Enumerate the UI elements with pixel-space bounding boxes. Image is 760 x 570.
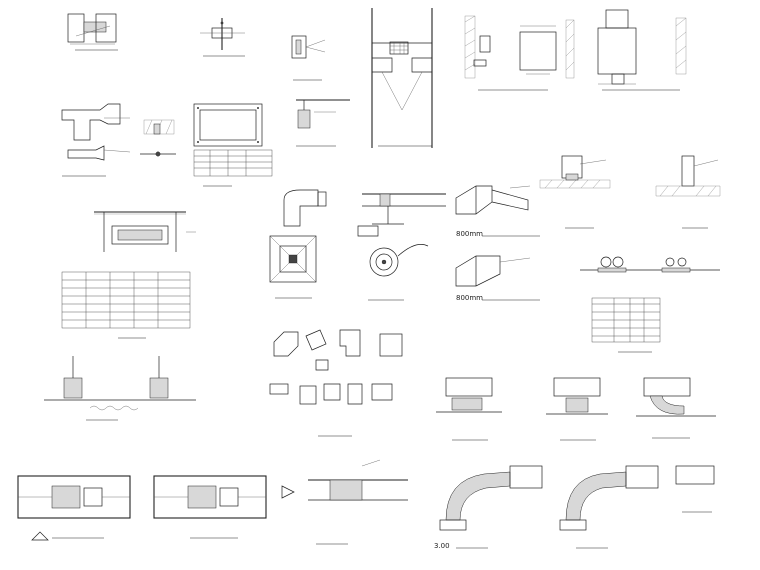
detail-duct-tee-g [61, 103, 131, 177]
detail-access-panel-e [464, 15, 575, 91]
detail-flex-bends-x: 3.00 [434, 465, 715, 550]
detail-pipe-clamp-b [200, 18, 245, 57]
detail-ceiling-hanger-i [296, 99, 350, 147]
detail-unit-plan-u [17, 475, 131, 541]
detail-roof-penetration-k [655, 155, 721, 229]
detail-ceiling-unit-l [61, 211, 196, 339]
detail-access-panel-f [597, 9, 687, 91]
detail-wave-section-r [44, 356, 196, 421]
caption-800mm-upper: 800mm [456, 230, 483, 238]
detail-duct-fitting-800-lower: 800mm [455, 255, 540, 302]
detail-unit-plan-v [153, 475, 267, 539]
detail-fittings-gallery-s [269, 329, 403, 437]
detail-flex-units-t [436, 377, 716, 441]
detail-fan-duct-n [357, 193, 446, 301]
detail-pipe-support-q [580, 256, 720, 353]
detail-duct-section-w [281, 459, 408, 545]
detail-grille-mount-c [291, 35, 326, 81]
detail-roof-penetration-j [539, 155, 611, 229]
elevation-mark-300: 3.00 [434, 542, 450, 550]
detail-flange-table-h [140, 103, 273, 187]
detail-duct-fitting-800-upper: 800mm [455, 185, 540, 238]
detail-diffuser-elbow-m [269, 189, 327, 299]
detail-duct-connection-a [67, 13, 118, 51]
caption-800mm-lower: 800mm [456, 294, 483, 302]
detail-shaft-section-d [371, 8, 433, 148]
